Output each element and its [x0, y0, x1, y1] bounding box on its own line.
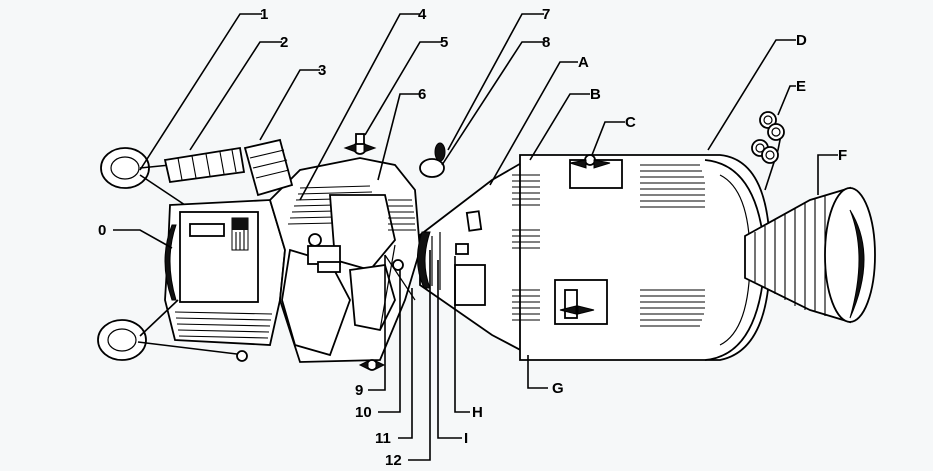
callout-B: B — [590, 86, 601, 103]
callout-10: 10 — [355, 404, 372, 421]
callout-I: I — [464, 430, 468, 447]
callout-A: A — [578, 54, 589, 71]
lm-antenna — [243, 138, 294, 197]
callout-9: 9 — [355, 382, 363, 399]
lunar-module — [97, 133, 446, 371]
upper-landing-pad — [100, 147, 150, 189]
high-gain-antenna — [751, 111, 785, 191]
callout-6: 6 — [418, 86, 426, 103]
callout-D: D — [796, 32, 807, 49]
callout-C: C — [625, 114, 636, 131]
service-module — [512, 154, 771, 361]
callout-2: 2 — [280, 34, 288, 51]
callout-5: 5 — [440, 34, 448, 51]
callout-E: E — [796, 78, 806, 95]
callout-G: G — [552, 380, 564, 397]
us-flag-icon — [231, 217, 249, 251]
leader-lines — [113, 13, 838, 461]
callout-4: 4 — [418, 6, 427, 23]
callout-11: 11 — [375, 430, 391, 447]
callout-labels: 1 2 3 4 5 6 7 8 0 9 10 11 12 A B C D E F… — [98, 6, 847, 469]
callout-1: 1 — [260, 6, 268, 23]
callout-8: 8 — [542, 34, 550, 51]
sm-rcs-quad-lower — [554, 279, 608, 325]
sps-engine-nozzle — [744, 186, 876, 324]
callout-7: 7 — [542, 6, 550, 23]
astronaut-figure — [307, 233, 341, 273]
rcs-quad-top — [343, 133, 377, 155]
callout-3: 3 — [318, 62, 326, 79]
lower-landing-pad — [97, 319, 147, 361]
callout-12: 12 — [385, 452, 402, 469]
lm-ladder — [163, 146, 246, 184]
sm-rcs-quad-top — [569, 154, 623, 189]
callout-H: H — [472, 404, 483, 421]
callout-0: 0 — [98, 222, 106, 239]
callout-F: F — [838, 147, 847, 164]
rcs-quad-bottom — [358, 359, 386, 371]
